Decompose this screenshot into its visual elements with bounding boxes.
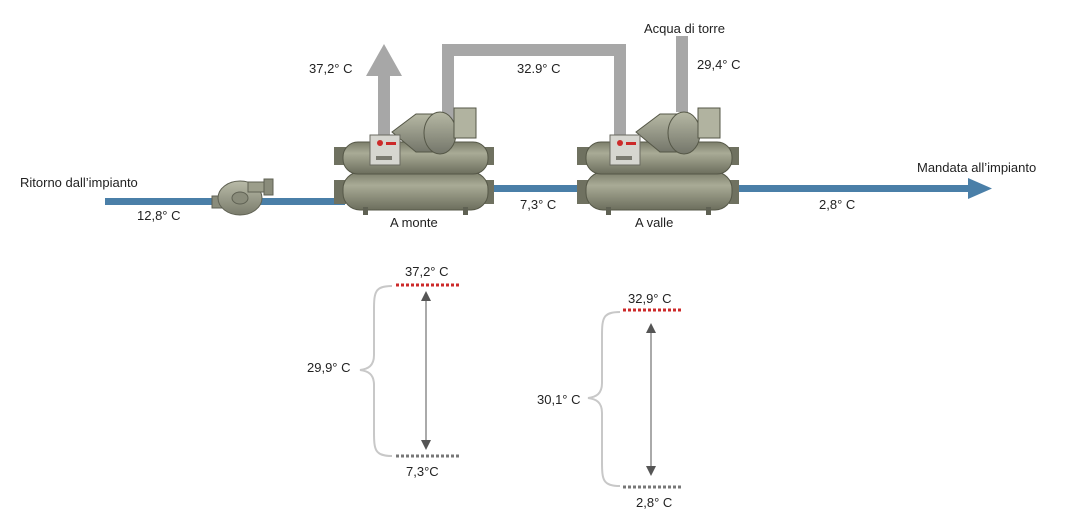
lift-difference: 30,1° C xyxy=(537,392,581,407)
circulation-pump xyxy=(211,178,274,216)
tower-link-right xyxy=(614,44,626,140)
tower-in-temperature: 29,4° C xyxy=(697,57,741,72)
supply-arrow-head xyxy=(968,178,992,199)
motor-housing xyxy=(697,107,721,139)
tower-water-label: Acqua di torre xyxy=(644,21,725,36)
upstream-chiller-label: A monte xyxy=(390,215,438,230)
lift-arrow-bottom xyxy=(421,440,431,450)
supply-pipe xyxy=(735,185,972,192)
tower-out-temperature: 37,2° C xyxy=(309,61,353,76)
control-panel xyxy=(609,134,641,166)
tower-exit-pipe xyxy=(378,74,390,142)
motor-housing xyxy=(453,107,477,139)
chiller-upstream xyxy=(334,107,494,215)
evaporator-shell xyxy=(585,171,733,211)
tower-inlet-pipe xyxy=(676,36,688,112)
between-temperature: 7,3° C xyxy=(520,197,556,212)
control-panel xyxy=(369,134,401,166)
lift-arrow-bottom xyxy=(646,466,656,476)
tower-between-temperature: 32.9° C xyxy=(517,61,561,76)
lift-bottom-temperature: 7,3°C xyxy=(406,464,439,479)
lift-diagram-downstream: 32,9° C 2,8° C 30,1° C xyxy=(537,291,683,510)
downstream-chiller-label: A valle xyxy=(635,215,673,230)
interconnect-pipe xyxy=(490,185,585,192)
lift-top-temperature: 37,2° C xyxy=(405,264,449,279)
return-temperature: 12,8° C xyxy=(137,208,181,223)
lift-bracket xyxy=(587,311,621,487)
lift-top-temperature: 32,9° C xyxy=(628,291,672,306)
tower-exit-arrow-head xyxy=(366,44,402,76)
lift-arrow-top xyxy=(421,291,431,301)
lift-difference: 29,9° C xyxy=(307,360,351,375)
return-label: Ritorno dall’impianto xyxy=(20,175,138,190)
tower-link-top xyxy=(442,44,626,56)
tower-water-loop xyxy=(366,36,688,142)
supply-temperature: 2,8° C xyxy=(819,197,855,212)
lift-diagram-upstream: 37,2° C 7,3°C 29,9° C xyxy=(307,264,460,479)
evaporator-shell xyxy=(342,171,489,211)
supply-label: Mandata all’impianto xyxy=(917,160,1036,175)
chiller-downstream xyxy=(577,107,739,215)
lift-bracket xyxy=(359,285,393,457)
lift-arrow-top xyxy=(646,323,656,333)
lift-bottom-temperature: 2,8° C xyxy=(636,495,672,510)
